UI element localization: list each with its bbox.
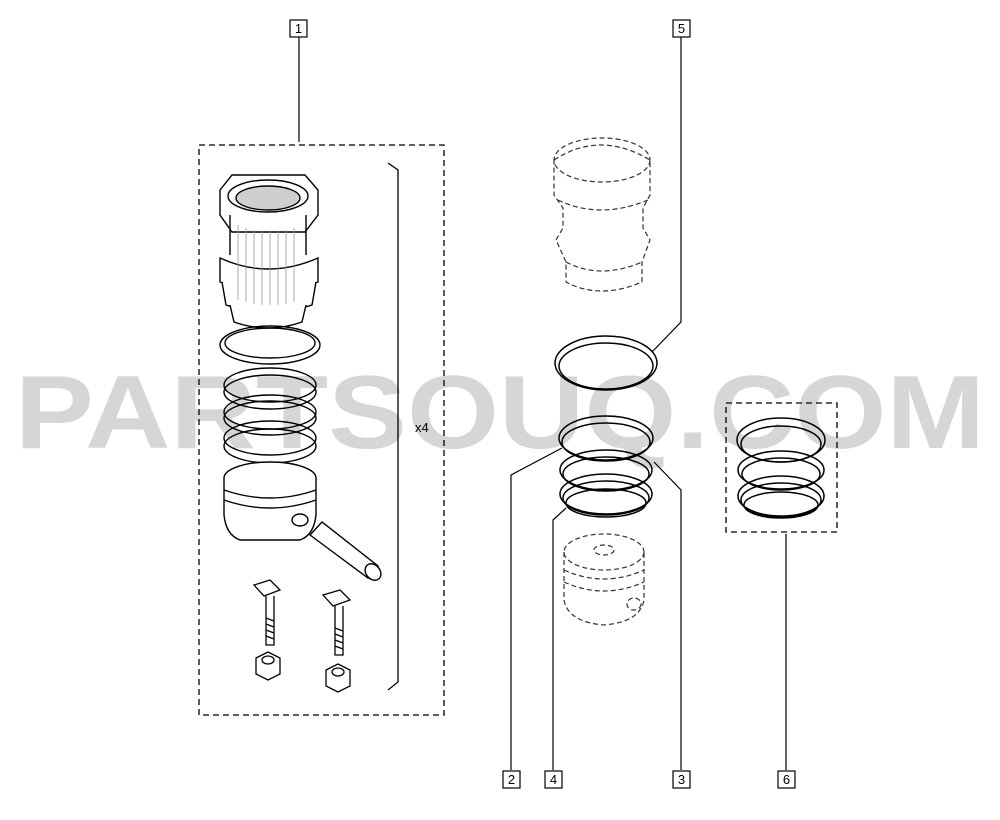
kit-6-dashed-frame bbox=[725, 402, 838, 533]
callout-2-label: 2 bbox=[508, 772, 515, 787]
rod-bolt-left bbox=[252, 579, 282, 646]
leader-3 bbox=[653, 461, 682, 770]
callout-6-box bbox=[777, 770, 796, 789]
kit-quantity-label: x4 bbox=[415, 420, 429, 435]
callout-4[interactable]: 4 bbox=[544, 770, 563, 789]
callout-4-label: 4 bbox=[550, 772, 557, 787]
watermark: PARTSOUQ.COM bbox=[15, 355, 985, 471]
quantity-bracket bbox=[387, 162, 399, 691]
callout-4-box bbox=[544, 770, 563, 789]
ring-3 bbox=[559, 449, 653, 492]
kit-1-piston-rings bbox=[223, 367, 317, 464]
rod-bolt-right bbox=[321, 589, 352, 656]
liner-o-ring bbox=[219, 325, 321, 365]
callout-1[interactable]: 1 bbox=[289, 19, 308, 38]
callout-2-box bbox=[502, 770, 521, 789]
callout-5[interactable]: 5 bbox=[672, 19, 691, 38]
rod-nut-right bbox=[325, 663, 351, 693]
callout-6-label: 6 bbox=[783, 772, 790, 787]
ring-4 bbox=[559, 473, 653, 518]
leader-lines bbox=[298, 37, 787, 770]
rod-nut-left bbox=[255, 651, 281, 681]
kit-6-piston-rings bbox=[736, 417, 826, 519]
kit-1-piston bbox=[223, 461, 317, 541]
callout-2[interactable]: 2 bbox=[502, 770, 521, 789]
cylinder-liner bbox=[219, 174, 319, 329]
ring-2 bbox=[558, 415, 654, 462]
callout-1-box bbox=[289, 19, 308, 38]
ring-5 bbox=[554, 335, 658, 391]
callout-3-label: 3 bbox=[678, 772, 685, 787]
kit-1-dashed-frame bbox=[198, 144, 445, 716]
callout-5-box bbox=[672, 19, 691, 38]
ghost-cylinder-liner bbox=[553, 137, 651, 292]
callout-3[interactable]: 3 bbox=[672, 770, 691, 789]
callout-5-label: 5 bbox=[678, 21, 685, 36]
ghost-piston bbox=[563, 533, 645, 626]
callout-6[interactable]: 6 bbox=[777, 770, 796, 789]
leader-5 bbox=[651, 37, 682, 353]
piston-pin bbox=[308, 521, 382, 581]
leader-2 bbox=[510, 447, 563, 770]
kit-1-group bbox=[198, 144, 445, 716]
callout-1-label: 1 bbox=[295, 21, 302, 36]
leader-4 bbox=[552, 507, 567, 770]
callout-3-box bbox=[672, 770, 691, 789]
